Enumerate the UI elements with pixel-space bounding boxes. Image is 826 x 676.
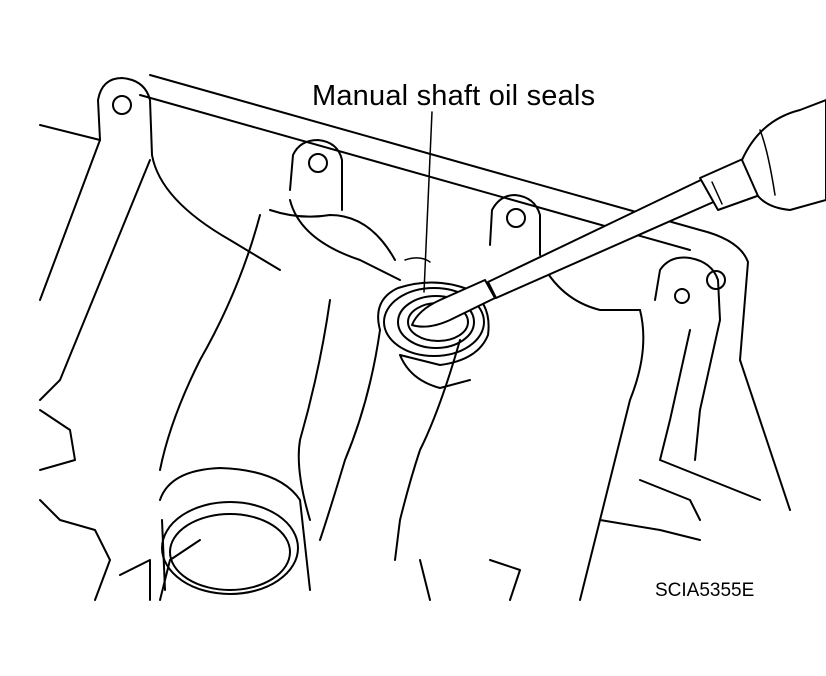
callout-label-oil-seals: Manual shaft oil seals (312, 80, 596, 112)
mounting-bosses (97, 77, 726, 321)
case-outline (39, 74, 749, 601)
figure-code: SCIA5355E (655, 580, 755, 601)
case-body (151, 154, 791, 601)
screwdriver-tool (411, 99, 826, 328)
case-bore (159, 467, 311, 595)
callout-leader-line (423, 111, 433, 293)
